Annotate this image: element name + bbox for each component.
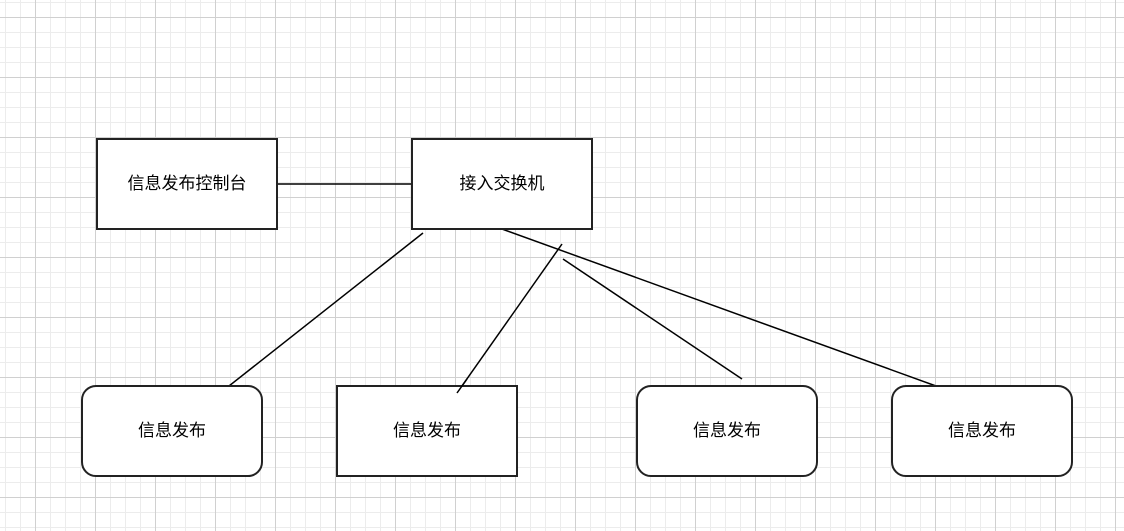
node-terminal4[interactable] <box>891 385 1073 477</box>
edge-switch-terminal2[interactable] <box>456 243 563 394</box>
node-console[interactable] <box>96 138 278 230</box>
edge-switch-terminal4[interactable] <box>501 228 937 387</box>
label-terminal4: 信息发布 <box>948 421 1016 441</box>
label-terminal2: 信息发布 <box>393 421 461 441</box>
label-terminal1: 信息发布 <box>138 421 206 441</box>
label-switch: 接入交换机 <box>460 174 545 194</box>
label-terminal3: 信息发布 <box>693 421 761 441</box>
node-terminal2[interactable] <box>336 385 518 477</box>
edge-overlap <box>456 378 468 394</box>
node-switch[interactable] <box>411 138 593 230</box>
edge-switch-terminal3[interactable] <box>562 258 743 380</box>
edge-switch-terminal1[interactable] <box>228 232 424 387</box>
label-console: 信息发布控制台 <box>128 174 247 194</box>
node-terminal3[interactable] <box>636 385 818 477</box>
node-terminal1[interactable] <box>81 385 263 477</box>
